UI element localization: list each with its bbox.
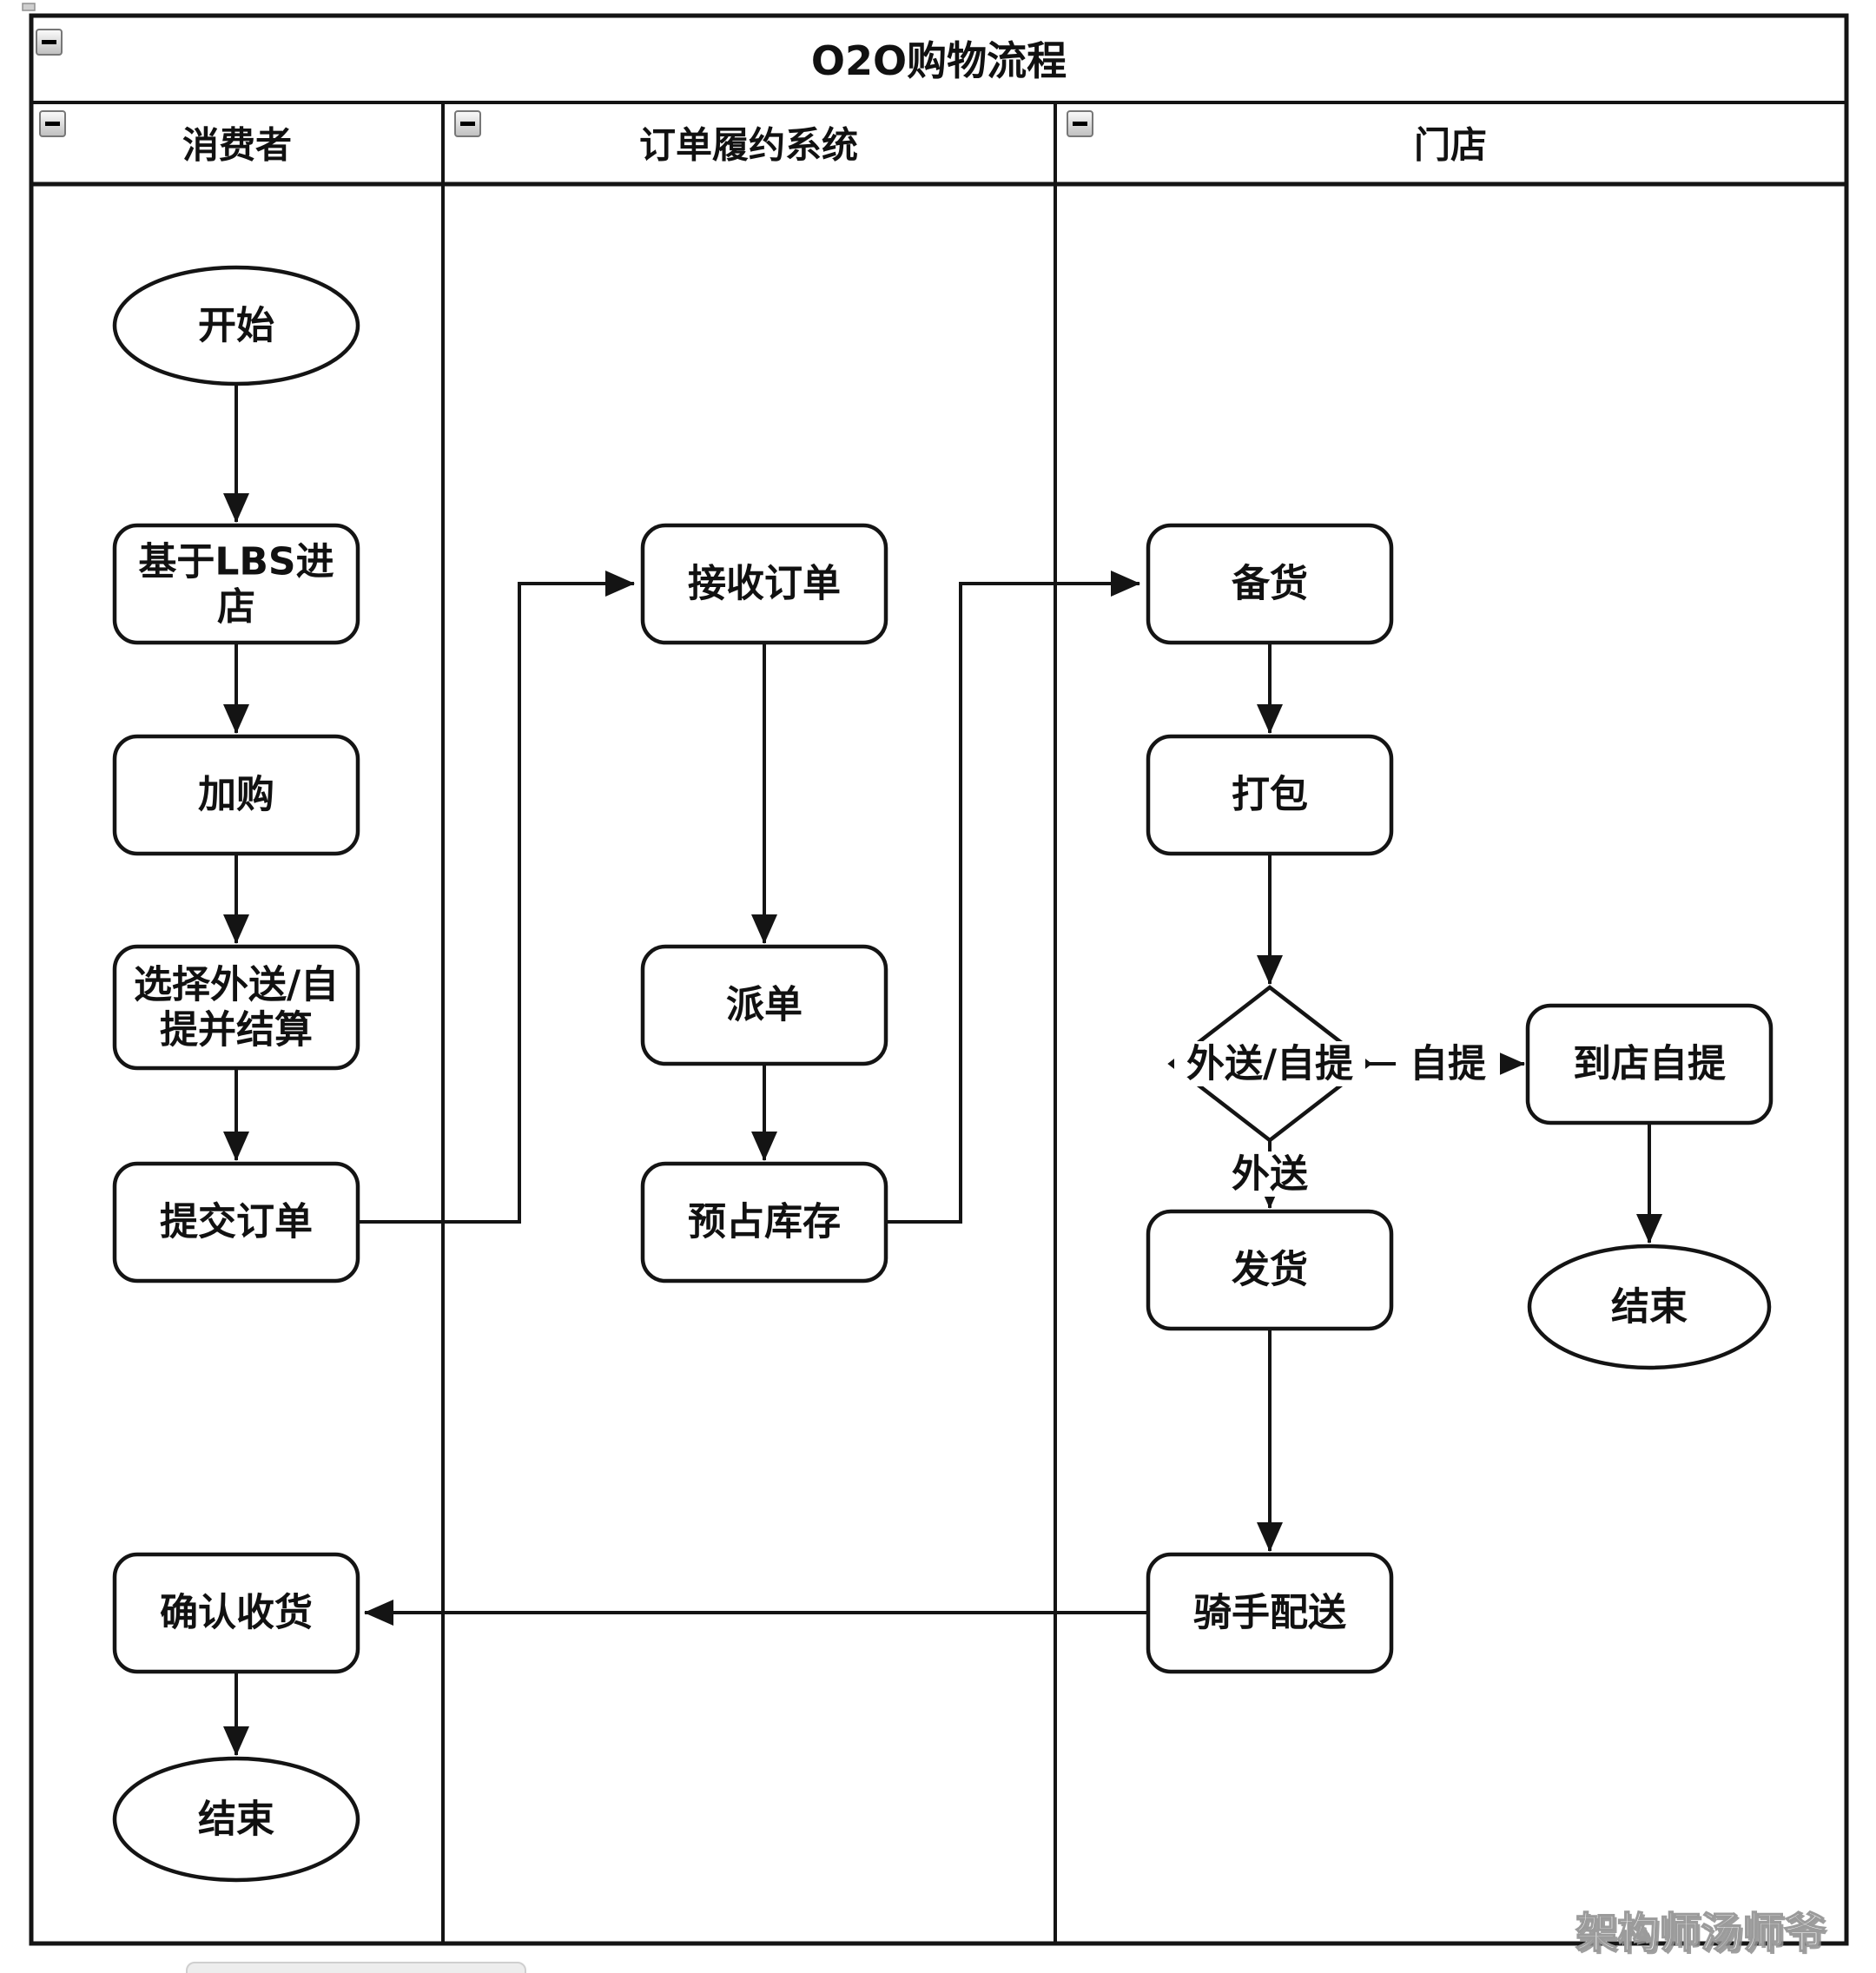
watermark-text: 架构师汤师爷 [1575,1909,1826,1957]
node-label: 到店自提 [1573,1042,1726,1086]
node-submit-order[interactable]: 提交订单 [112,1161,360,1283]
process-shape [112,1161,360,1283]
node-label: 开始 [198,304,274,348]
node-choose-mode[interactable]: 选择外送/自 提并结算 [112,944,360,1071]
node-receive-order[interactable]: 接收订单 [640,523,888,645]
lane-label-consumer: 消费者 [182,124,292,167]
node-ship[interactable]: 发货 [1146,1209,1394,1331]
process-shape [1146,523,1394,645]
node-decision-delivery-or-pickup[interactable]: 外送/自提 [1167,985,1372,1143]
node-label: 提交订单 [160,1200,313,1244]
edge-submit-to-receive [358,571,635,1224]
edge-label-delivery: 外送 [1218,1151,1322,1197]
node-label: 骑手配送 [1193,1591,1346,1635]
node-add-to-cart[interactable]: 加购 [112,734,360,856]
terminator-shape [112,1756,360,1883]
collapse-button-pool[interactable] [36,29,63,56]
node-reserve-stock[interactable]: 预占库存 [640,1161,888,1283]
edge-label-mask [1396,1041,1500,1086]
process-shape [640,523,888,645]
watermark: 架构师汤师爷 架构师汤师爷 [1575,1908,1828,1960]
node-dispatch[interactable]: 派单 [640,944,888,1066]
node-lbs-enter[interactable]: 基于LBS进 店 [112,523,360,645]
node-label: 派单 [726,983,803,1027]
node-end-store[interactable]: 结束 [1527,1244,1772,1370]
node-label: 备货 [1232,562,1308,606]
process-shape [112,734,360,856]
process-shape [1146,1552,1394,1674]
node-label-line2: 提并结算 [160,1008,313,1052]
node-prepare-goods[interactable]: 备货 [1146,523,1394,645]
lane-label-store: 门店 [1414,124,1487,167]
node-end-consumer[interactable]: 结束 [112,1756,360,1883]
pool-frame [29,13,1849,1946]
terminator-shape [112,265,360,386]
process-shape [640,1161,888,1283]
process-shape [640,944,888,1066]
process-shape [1146,1209,1394,1331]
pool-title: O2O购物流程 [811,37,1067,84]
node-label: 预占库存 [688,1200,841,1244]
node-label: 外送/自提 [1186,1042,1353,1086]
node-label: 结束 [1611,1285,1688,1330]
edge-label-mask [1218,1151,1322,1197]
node-label-line1: 基于LBS进 [138,540,334,584]
watermark-shadow-text: 架构师汤师爷 [1578,1911,1828,1960]
collapse-button-lane-fulfillment[interactable] [454,110,481,137]
node-label: 结束 [198,1798,274,1842]
terminator-shape [1527,1244,1772,1370]
node-label: 发货 [1232,1248,1308,1292]
edge-label-text: 自提 [1410,1042,1486,1086]
process-shape [1146,734,1394,856]
process-shape [112,1552,360,1674]
collapse-button-lane-consumer[interactable] [39,110,66,137]
node-start-consumer[interactable]: 开始 [112,265,360,386]
node-store-pickup[interactable]: 到店自提 [1525,1003,1774,1125]
process-shape [112,523,360,645]
node-pack[interactable]: 打包 [1146,734,1394,856]
collapse-button-lane-store[interactable] [1067,110,1093,137]
node-label: 加购 [198,773,274,817]
process-shape [1525,1003,1774,1125]
node-label-line2: 店 [217,585,255,630]
decision-label-mask [1174,1041,1365,1086]
edge-reserve-to-prepare [886,571,1140,1224]
node-label-line1: 选择外送/自 [134,963,339,1007]
edge-label-pickup: 自提 [1396,1041,1500,1086]
artifact-collapse-icon-partial [22,3,36,11]
lane-label-fulfillment-system: 订单履约系统 [639,124,858,167]
node-label: 确认收货 [160,1591,313,1635]
process-shape [112,944,360,1071]
node-label: 打包 [1232,773,1308,817]
node-label: 接收订单 [688,562,841,606]
node-rider-delivery[interactable]: 骑手配送 [1146,1552,1394,1674]
node-confirm-receipt[interactable]: 确认收货 [112,1552,360,1674]
edge-label-text: 外送 [1232,1152,1308,1197]
bottom-partial-element [186,1962,526,1973]
